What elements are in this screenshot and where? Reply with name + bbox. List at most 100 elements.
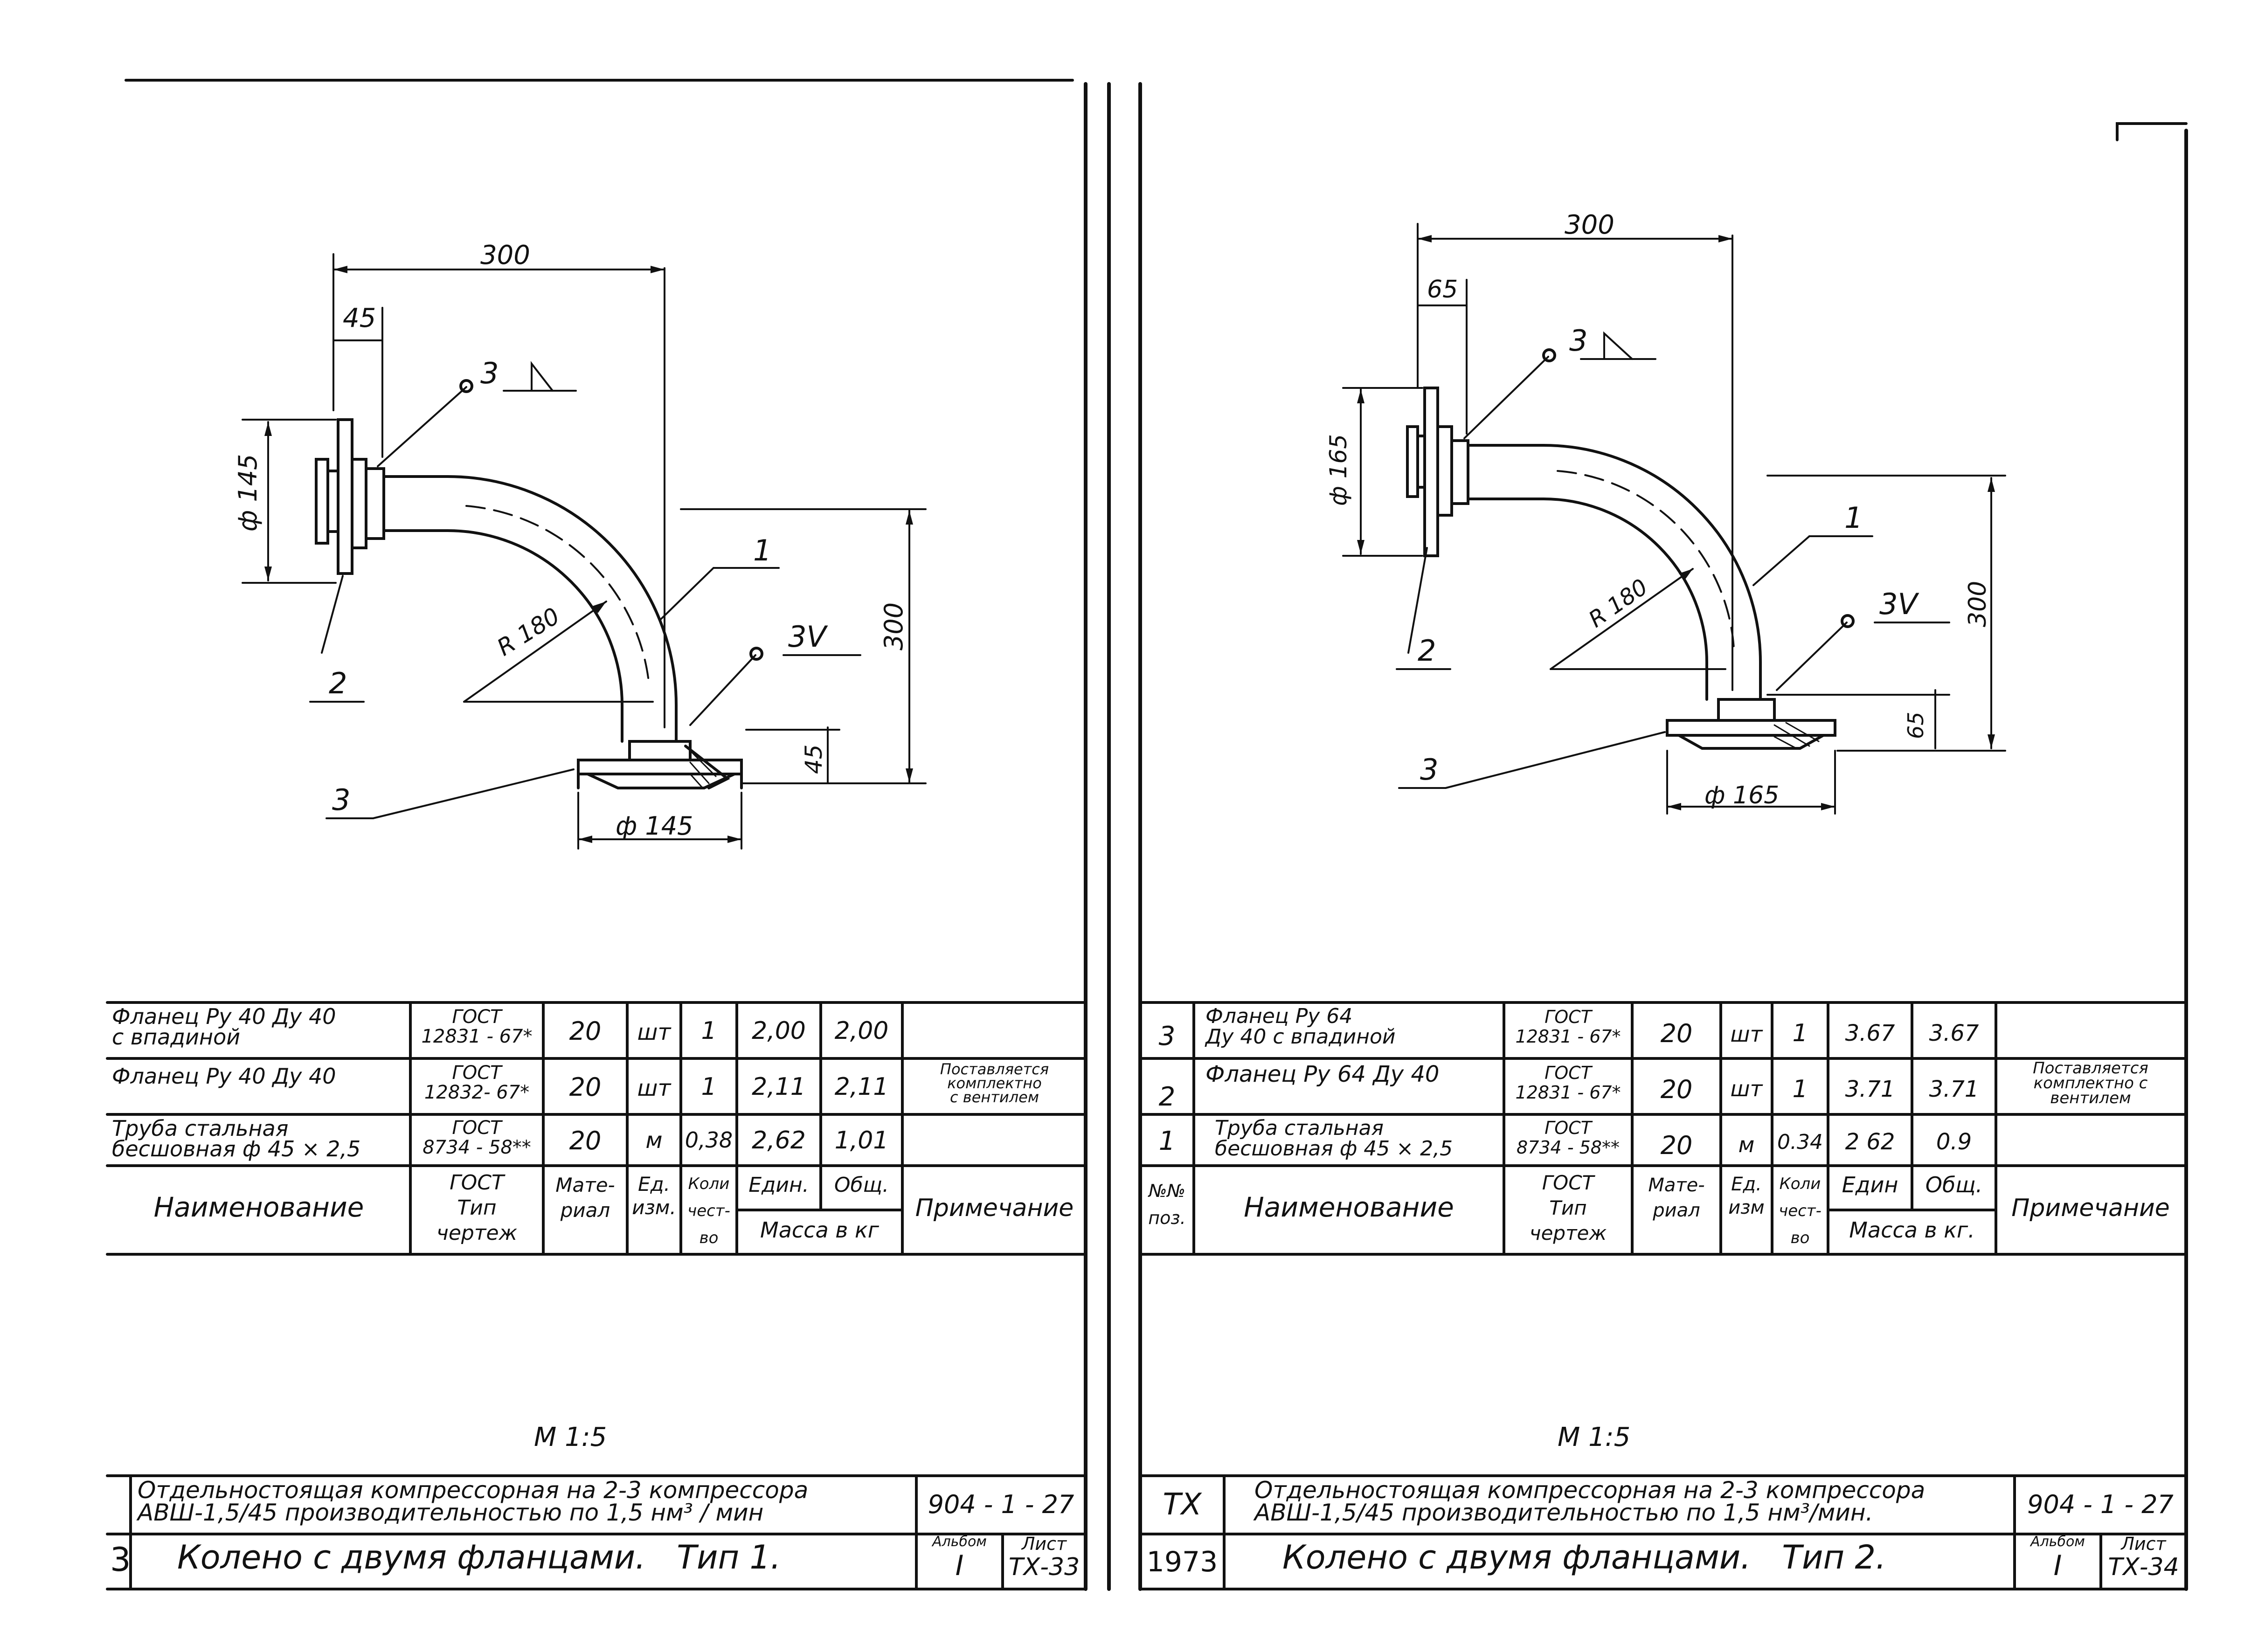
table-cell-material: 20 [569, 1072, 602, 1102]
table-cell-qty: 0,38 [685, 1127, 733, 1153]
leader-label-1: 1 [753, 533, 772, 567]
drawing-title: Колено с двумя фланцами. Тип 1. [177, 1538, 781, 1576]
table-header-name: Наименование [153, 1191, 364, 1223]
project-code: 904 - 1 - 27 [928, 1490, 1074, 1519]
leader-label-2: 2 [1418, 634, 1436, 668]
dim-height-300: 300 [1964, 581, 1992, 627]
table-cell-total: 3.71 [1929, 1076, 1979, 1102]
scale-label: М 1:5 [1558, 1422, 1631, 1452]
dim-width-300: 300 [480, 240, 530, 270]
dim-bottom-flange-diameter: ф 145 [616, 811, 693, 841]
table-cell-total: 1,01 [834, 1127, 889, 1154]
table-cell-pos: 1 [1158, 1126, 1176, 1156]
table-cell-name: Труба стальная бесшовная ф 45 × 2,5 [1215, 1116, 1453, 1161]
title-block-left-cell: 3 [110, 1541, 131, 1579]
table-cell-unit: м [1738, 1132, 1755, 1157]
dim-flange-diameter: ф 165 [1325, 434, 1352, 506]
table-cell-gost: ГОСТ 8734 - 58** [1517, 1118, 1620, 1158]
weld-mark-right: 3V [1879, 587, 1918, 621]
table-cell-unit: шт [1730, 1076, 1763, 1101]
table-header-material: Мате- риал [1648, 1175, 1705, 1221]
table-cell-name: Фланец Ру 40 Ду 40 с впадиной [112, 1004, 336, 1050]
table-cell-gost: ГОСТ 12832- 67* [424, 1062, 530, 1103]
table-cell-material: 20 [1660, 1131, 1693, 1160]
dim-bottom-flange-diameter: ф 165 [1704, 781, 1780, 809]
project-title: Отдельностоящая компрессорная на 2-3 ком… [138, 1477, 809, 1526]
table-cell-material: 20 [569, 1126, 602, 1155]
tx-cell: ТХ [1163, 1487, 1202, 1522]
table-header-gost: ГОСТ Тип чертеж [436, 1171, 518, 1245]
table-cell-gost: ГОСТ 8734 - 58** [423, 1117, 531, 1158]
table-header-mass: Масса в кг [760, 1217, 879, 1243]
dim-offset-65: 65 [1427, 276, 1458, 304]
table-cell-qty: 1 [701, 1017, 717, 1045]
table-header-unit: Ед. изм [1728, 1174, 1765, 1218]
table-cell-material: 20 [1660, 1019, 1693, 1048]
table-cell-unit-mass: 3.67 [1845, 1020, 1895, 1046]
table-header-name: Наименование [1244, 1191, 1454, 1223]
scale-label: М 1:5 [534, 1422, 607, 1452]
table-cell-total: 2,11 [834, 1073, 889, 1101]
sheet-value: ТХ-34 [2108, 1553, 2179, 1581]
table-cell-unit: шт [1730, 1022, 1763, 1047]
table-header-qty: Коли чест- во [687, 1175, 730, 1247]
table-cell-unit-mass: 3.71 [1845, 1076, 1895, 1102]
table-cell-pos: 2 [1158, 1082, 1176, 1112]
table-cell-gost: ГОСТ 12831 - 67* [421, 1006, 533, 1047]
sheet-label: Лист [1021, 1534, 1067, 1554]
drawing-title: Колено с двумя фланцами. Тип 2. [1282, 1538, 1886, 1576]
table-header-unit-mass: Един [1842, 1172, 1898, 1197]
table-cell-gost: ГОСТ 12831 - 67* [1515, 1063, 1621, 1103]
album-value: I [955, 1549, 964, 1582]
table-cell-unit: шт [637, 1075, 671, 1101]
table-cell-unit: м [645, 1127, 663, 1154]
table-header-unit: Ед. изм. [632, 1173, 676, 1219]
table-cell-unit-mass: 2,00 [752, 1017, 806, 1045]
table-header-total: Общ. [834, 1173, 889, 1197]
table-cell-unit-mass: 2,11 [752, 1073, 806, 1101]
table-cell-qty: 1 [1792, 1075, 1808, 1103]
leader-label-2: 2 [329, 666, 347, 700]
table-cell-qty: 0.34 [1777, 1130, 1823, 1154]
table-header-gost: ГОСТ Тип чертеж [1529, 1171, 1607, 1244]
dim-offset-45: 45 [343, 303, 376, 333]
table-cell-name: Фланец Ру 40 Ду 40 [112, 1064, 336, 1089]
table-cell-material: 20 [1660, 1075, 1693, 1104]
table-header-total: Общ. [1925, 1172, 1983, 1197]
weld-mark-right: 3V [788, 620, 826, 654]
table-cell-total: 2,00 [834, 1017, 889, 1045]
table-header-qty: Коли чест- во [1779, 1175, 1822, 1247]
table-cell-total: 3.67 [1929, 1020, 1979, 1046]
table-cell-name: Труба стальная бесшовная ф 45 × 2,5 [112, 1116, 361, 1161]
project-code: 904 - 1 - 27 [2027, 1490, 2174, 1519]
table-cell-unit-mass: 2,62 [752, 1127, 806, 1154]
table-cell-qty: 1 [1792, 1019, 1808, 1047]
table-header-note: Примечание [915, 1194, 1074, 1222]
album-label: Альбом [932, 1534, 987, 1550]
dim-height-65: 65 [1903, 712, 1928, 739]
table-cell-qty: 1 [701, 1073, 717, 1101]
table-header-unit-mass: Един. [748, 1173, 809, 1197]
dim-height-45: 45 [800, 744, 827, 774]
table-header-mass: Масса в кг. [1849, 1217, 1975, 1243]
leader-label-3: 3 [1420, 753, 1439, 787]
leader-label-1: 1 [1844, 501, 1863, 535]
dim-flange-diameter: ф 145 [233, 454, 263, 532]
table-cell-unit-mass: 2 62 [1845, 1129, 1895, 1155]
table-cell-name: Фланец Ру 64 Ду 40 с впадиной [1205, 1004, 1396, 1049]
weld-mark-top: 3 [480, 356, 499, 390]
table-cell-material: 20 [569, 1016, 602, 1046]
year-cell: 1973 [1146, 1546, 1218, 1578]
dim-width-300: 300 [1565, 210, 1614, 240]
table-header-material: Мате- риал [555, 1174, 615, 1222]
table-cell-pos: 3 [1158, 1021, 1176, 1051]
project-title: Отдельностоящая компрессорная на 2-3 ком… [1254, 1477, 1926, 1526]
table-cell-total: 0.9 [1936, 1129, 1972, 1155]
weld-mark-top: 3 [1569, 324, 1588, 358]
table-cell-note: Поставляется комплектно с вентилем [940, 1060, 1049, 1106]
sheet-value: ТХ-33 [1008, 1553, 1080, 1581]
album-value: I [2053, 1549, 2062, 1582]
table-cell-name: Фланец Ру 64 Ду 40 [1205, 1061, 1440, 1087]
